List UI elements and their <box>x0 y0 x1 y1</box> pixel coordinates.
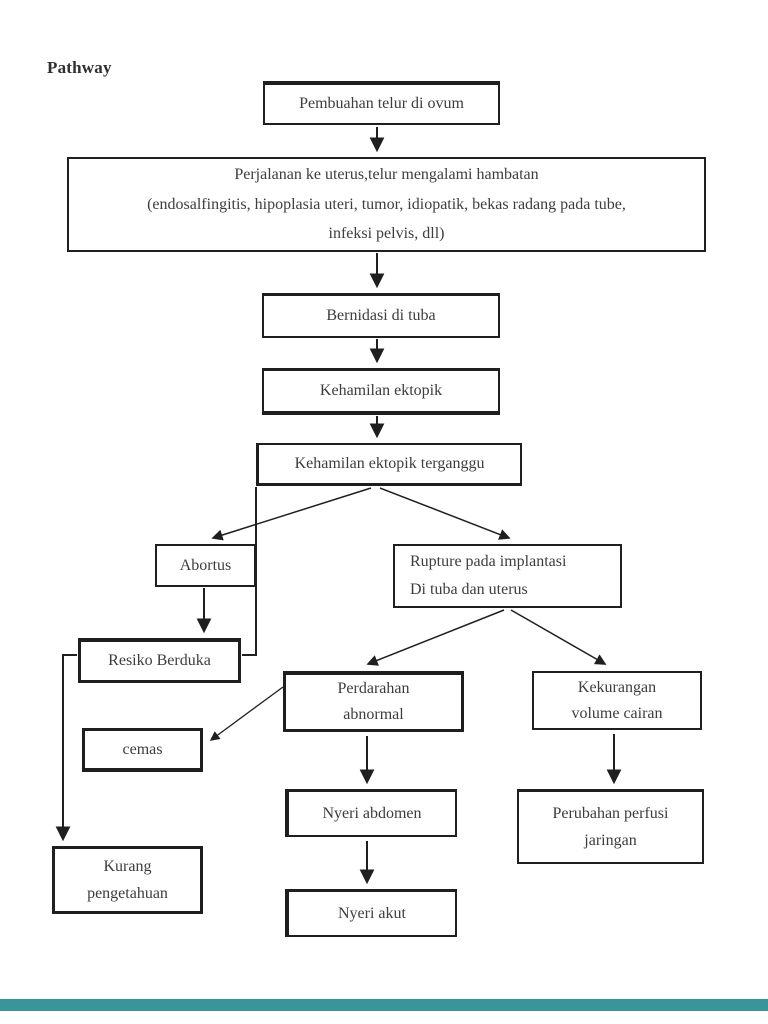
edge-rupture-kekurangan <box>510 609 607 665</box>
node-abortus: Abortus <box>155 544 256 587</box>
edge-perdarahan-cemas <box>209 686 284 741</box>
node-cemas: cemas <box>82 728 203 772</box>
node-kurang-pengetahuan: Kurang pengetahuan <box>52 846 203 914</box>
node-perdarahan-abnormal: Perdarahan abnormal <box>283 671 464 732</box>
node-bernidasi-di-tuba: Bernidasi di tuba <box>262 293 500 338</box>
viewer-page-gap <box>0 999 768 1011</box>
page-title: Pathway <box>47 58 112 77</box>
node-kehamilan-ektopik: Kehamilan ektopik <box>262 368 500 415</box>
node-perubahan-perfusi-jaringan: Perubahan perfusi jaringan <box>517 789 704 864</box>
edge-terganggu-rupture <box>379 487 511 540</box>
node-perjalanan-ke-uterus: Perjalanan ke uterus,telur mengalami ham… <box>67 157 706 252</box>
node-kehamilan-ektopik-terganggu: Kehamilan ektopik terganggu <box>256 443 522 486</box>
node-resiko-berduka: Resiko Berduka <box>78 638 241 683</box>
node-nyeri-akut: Nyeri akut <box>285 889 457 937</box>
edge-terganggu-abortus <box>211 487 372 541</box>
node-nyeri-abdomen: Nyeri abdomen <box>285 789 457 837</box>
node-rupture-pada-implantasi: Rupture pada implantasi Di tuba dan uter… <box>393 544 622 608</box>
edge-resiko-kurang <box>55 654 77 842</box>
node-kekurangan-volume-cairan: Kekurangan volume cairan <box>532 671 702 730</box>
node-pembuahan-telur: Pembuahan telur di ovum <box>263 81 500 125</box>
edge-rupture-perdarahan <box>366 609 505 666</box>
